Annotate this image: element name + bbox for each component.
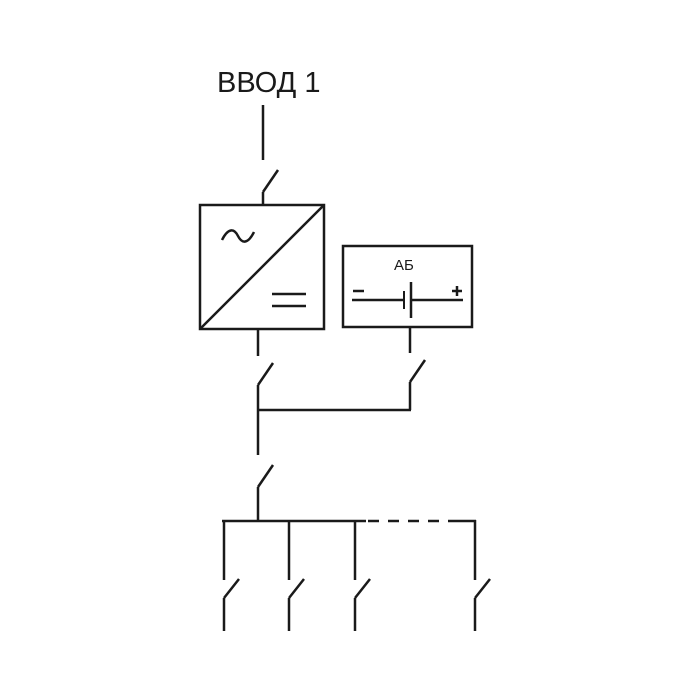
ac-sine-icon: [220, 229, 256, 243]
ups-diagonal: [199, 204, 325, 330]
feeder-2: [287, 520, 305, 631]
input-breaker: [261, 169, 280, 193]
battery-label: АБ: [394, 257, 414, 274]
battery-plus-sign: [452, 286, 462, 296]
feeder-3: [353, 520, 371, 631]
feeder-1: [222, 520, 240, 631]
ups-converter-block: [198, 203, 326, 331]
input-label: ВВОД 1: [217, 67, 320, 99]
ups-output-breaker: [256, 362, 275, 386]
battery-box: [341, 244, 474, 329]
battery-output-breaker: [408, 359, 427, 383]
feeder-n: [473, 520, 491, 631]
battery-block: АБ: [341, 244, 474, 329]
main-distribution-breaker: [256, 464, 275, 488]
